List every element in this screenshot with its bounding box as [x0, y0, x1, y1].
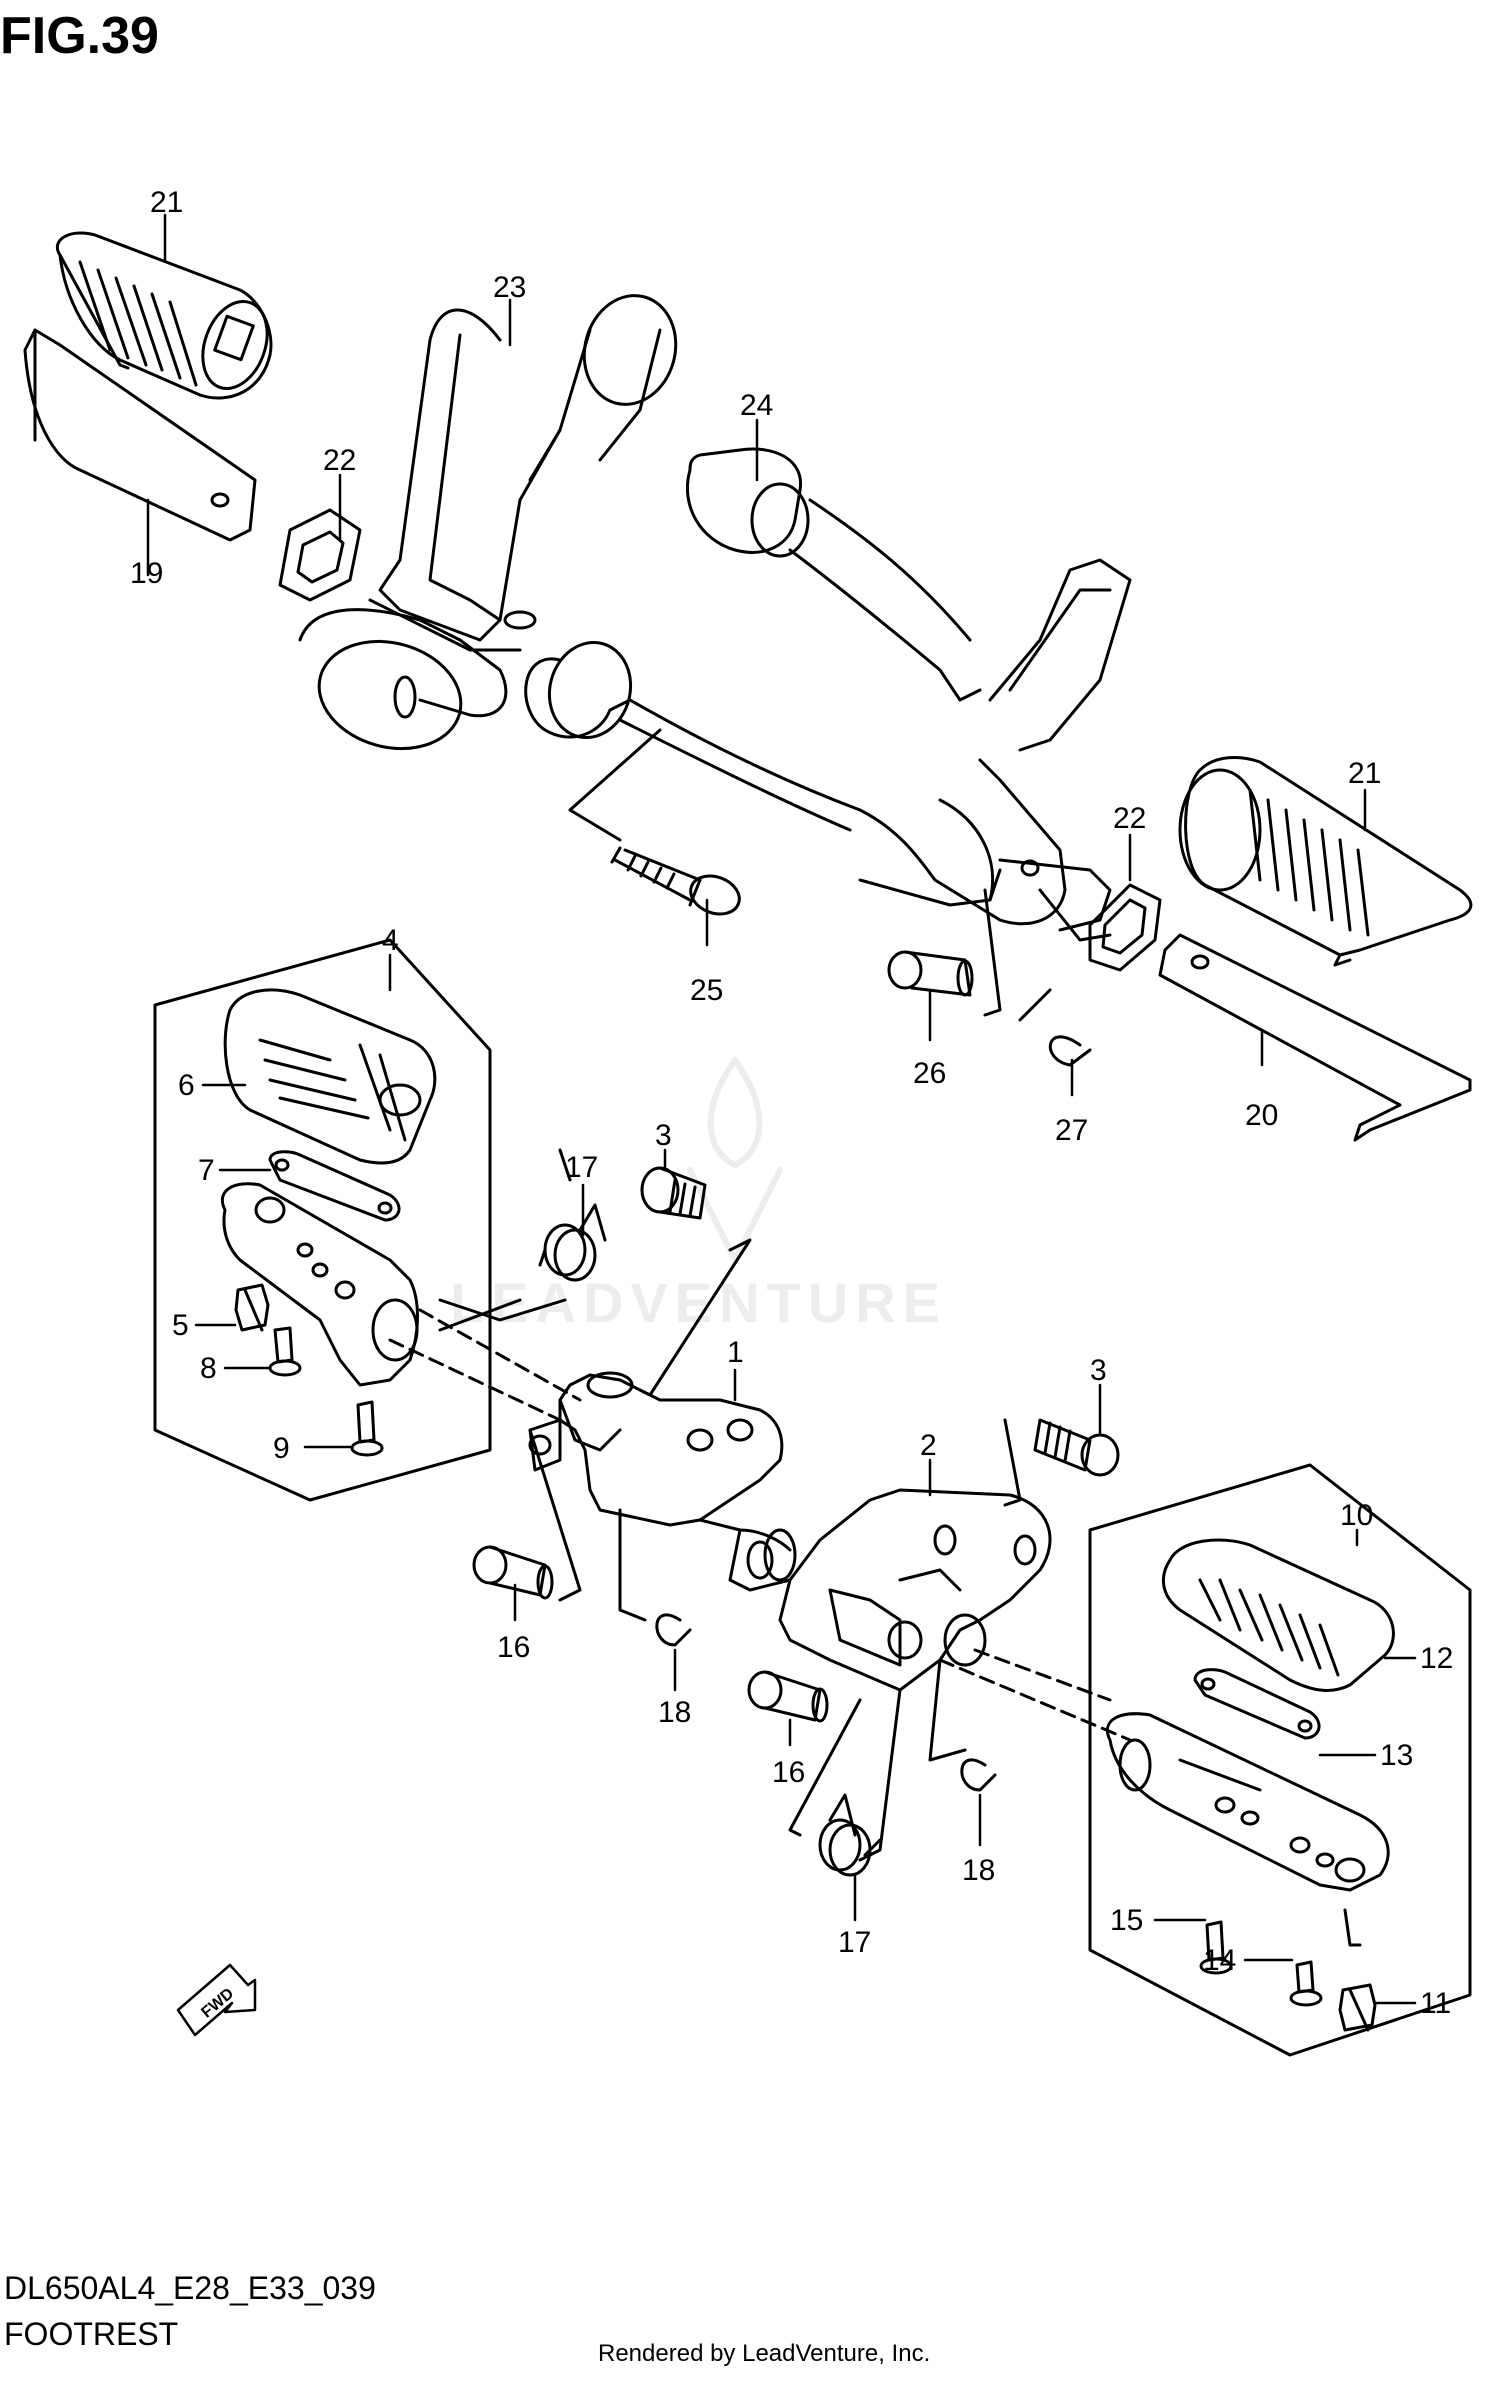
clip-18-upper — [655, 1613, 692, 1647]
kit-box-left — [153, 938, 492, 1502]
screw-9 — [350, 1400, 384, 1457]
kit-box-right — [1088, 1463, 1472, 2057]
plate-7 — [268, 1150, 401, 1222]
callout-11: 11 — [1420, 1987, 1451, 2020]
rubber-left — [278, 508, 362, 602]
figure-code: DL650AL4_E28_E33_039 — [4, 2270, 376, 2306]
callout-numbers: 21 23 24 22 19 25 26 27 21 22 20 4 6 7 5… — [130, 186, 1453, 2022]
callout-4: 4 — [382, 924, 399, 957]
clip-27 — [1048, 1035, 1092, 1067]
bracket-right — [524, 447, 1132, 942]
callout-5: 5 — [172, 1309, 189, 1342]
spring-17-upper — [538, 1148, 607, 1282]
callout-8: 8 — [200, 1352, 217, 1385]
spring-17-lower — [818, 1793, 882, 1877]
callout-14: 14 — [1203, 1944, 1236, 1977]
callout-22-right: 22 — [1113, 802, 1146, 835]
footrest-body-left — [221, 1182, 419, 1387]
callout-15: 15 — [1110, 1904, 1143, 1937]
grip-left — [56, 231, 273, 400]
bracket-2 — [778, 1488, 1052, 1692]
bolt-5 — [234, 1283, 270, 1332]
bracket-1 — [528, 1371, 797, 1592]
callout-16-upper: 16 — [497, 1631, 530, 1664]
callout-17-upper: 17 — [565, 1151, 598, 1184]
watermark-logo — [687, 1057, 783, 1263]
footrest-body-right — [1106, 1712, 1390, 1892]
callout-9: 9 — [273, 1432, 290, 1465]
plate-13 — [1193, 1668, 1321, 1740]
pin-16-lower — [747, 1670, 829, 1723]
figure-title: FIG.39 — [0, 7, 159, 65]
screw-8 — [268, 1326, 302, 1377]
callout-3-lower: 3 — [1090, 1354, 1107, 1387]
bolt-3-upper — [640, 1166, 707, 1220]
callout-10: 10 — [1340, 1499, 1373, 1532]
callout-23: 23 — [493, 271, 526, 304]
callout-1: 1 — [727, 1336, 744, 1369]
callout-2: 2 — [920, 1429, 937, 1462]
plate-left — [23, 328, 257, 542]
callout-6: 6 — [178, 1069, 195, 1102]
footrest-rubber-6 — [223, 988, 437, 1165]
callout-24: 24 — [740, 389, 773, 422]
clip-18-lower — [960, 1758, 997, 1792]
callout-26: 26 — [913, 1057, 946, 1090]
screw-14 — [1289, 1960, 1323, 2007]
footrest-rubber-12 — [1161, 1538, 1395, 1692]
pin-16-upper — [472, 1545, 554, 1600]
callout-3-upper: 3 — [655, 1119, 672, 1152]
callout-20: 20 — [1245, 1099, 1278, 1132]
bracket-left — [298, 294, 678, 751]
callout-25: 25 — [690, 974, 723, 1007]
callout-19: 19 — [130, 557, 163, 590]
bolt-3-lower — [1033, 1418, 1120, 1477]
bolt-11 — [1338, 1983, 1377, 2032]
grip-right — [1178, 756, 1473, 967]
screw-15 — [1199, 1920, 1233, 1975]
bolt-25 — [610, 846, 741, 916]
callout-27: 27 — [1055, 1114, 1088, 1147]
callout-18-lower: 18 — [962, 1854, 995, 1887]
callout-12: 12 — [1420, 1642, 1453, 1675]
callout-7: 7 — [198, 1154, 215, 1187]
callout-22-left: 22 — [323, 444, 356, 477]
callout-21-right: 21 — [1348, 757, 1381, 790]
fwd-arrow-icon — [176, 1963, 257, 2037]
callout-13: 13 — [1380, 1739, 1413, 1772]
callout-16-lower: 16 — [772, 1756, 805, 1789]
plate-right — [1158, 933, 1472, 1142]
figure-name: FOOTREST — [4, 2316, 179, 2352]
pin-26 — [887, 950, 974, 997]
render-credit: Rendered by LeadVenture, Inc. — [598, 2340, 931, 2367]
callout-17-lower: 17 — [838, 1926, 871, 1959]
rubber-right — [1088, 883, 1162, 972]
callout-18-upper: 18 — [658, 1696, 691, 1729]
callout-21-left: 21 — [150, 186, 183, 219]
